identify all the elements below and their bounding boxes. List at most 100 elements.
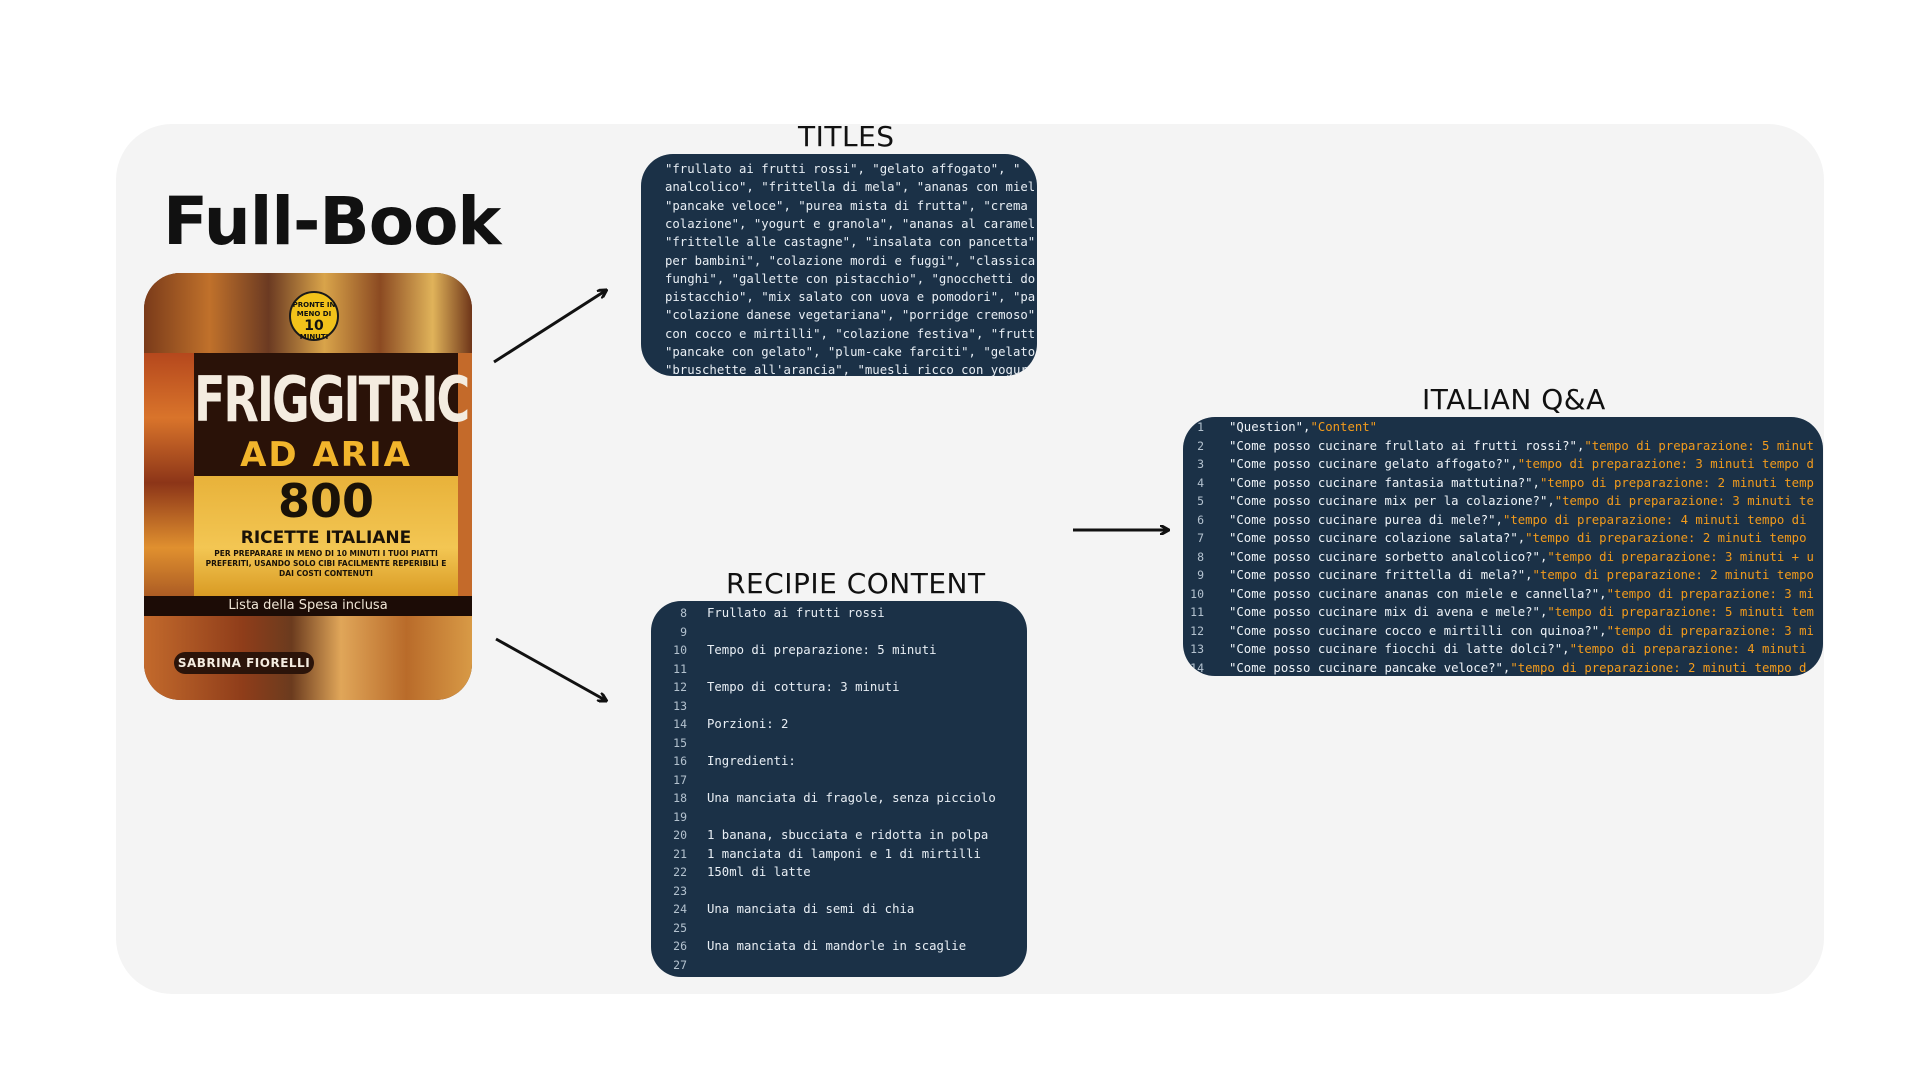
line-number: 6 bbox=[1197, 512, 1204, 527]
titles-line: "pancake con gelato", "plum-cake farciti… bbox=[665, 345, 1036, 359]
titles-line: "frittelle alle castagne", "insalata con… bbox=[665, 235, 1036, 250]
qa-answer: "tempo di preparazione: 3 mi bbox=[1606, 586, 1814, 601]
line-number: 22 bbox=[673, 865, 687, 879]
cover-badge: PRONTE IN MENO DI 10 MINUTI bbox=[289, 291, 339, 341]
line-number: 27 bbox=[673, 957, 687, 972]
qa-question: "Come posso cucinare fantasia mattutina?… bbox=[1229, 475, 1540, 490]
line-number: 9 bbox=[1197, 568, 1204, 582]
cover-author: SABRINA FIORELLI bbox=[174, 652, 314, 674]
line-number: 13 bbox=[1190, 642, 1204, 656]
titles-line: "colazione danese vegetariana", "porridg… bbox=[665, 308, 1036, 323]
line-number: 1 bbox=[1197, 420, 1204, 434]
line-number: 10 bbox=[673, 643, 687, 657]
titles-line: con cocco e mirtilli", "colazione festiv… bbox=[665, 326, 1036, 341]
qa-line: "Come posso cucinare sorbetto analcolico… bbox=[1229, 548, 1814, 567]
titles-line: colazione", "yogurt e granola", "ananas … bbox=[665, 216, 1036, 231]
qa-line: "Come posso cucinare pancake veloce?","t… bbox=[1229, 659, 1806, 677]
titles-line: "frullato ai frutti rossi", "gelato affo… bbox=[665, 162, 1021, 176]
recipe-content-heading: RECIPIE CONTENT bbox=[726, 567, 986, 600]
line-number: 9 bbox=[680, 624, 687, 639]
qa-question: "Come posso cucinare mix per la colazion… bbox=[1229, 494, 1555, 508]
line-number: 24 bbox=[673, 902, 687, 916]
cover-title-line1: FRIGGITRICE bbox=[194, 363, 472, 436]
qa-line: "Come posso cucinare cocco e mirtilli co… bbox=[1229, 622, 1814, 641]
line-number: 19 bbox=[673, 809, 687, 824]
qa-answer: "tempo di preparazione: 3 minuti + u bbox=[1547, 549, 1814, 564]
line-number: 18 bbox=[673, 791, 687, 805]
italian-qa-heading: ITALIAN Q&A bbox=[1422, 383, 1606, 416]
recipe-line: Una manciata di fragole, senza picciolo bbox=[707, 791, 996, 805]
qa-line: "Come posso cucinare ananas con miele e … bbox=[1229, 585, 1814, 604]
line-number: 25 bbox=[673, 920, 687, 935]
recipe-line: Frullato ai frutti rossi bbox=[707, 606, 885, 620]
cover-title-line2: AD ARIA bbox=[240, 435, 412, 475]
line-number: 26 bbox=[673, 939, 687, 953]
line-number: 21 bbox=[673, 846, 687, 861]
qa-line: "Question","Content" bbox=[1229, 418, 1377, 437]
titles-line: pistacchio", "mix salato con uova e pomo… bbox=[665, 290, 1036, 305]
qa-line: "Come posso cucinare gelato affogato?","… bbox=[1229, 455, 1814, 474]
cover-shopping-list: Lista della Spesa inclusa bbox=[144, 596, 472, 616]
qa-line: "Come posso cucinare fiocchi di latte do… bbox=[1229, 640, 1806, 659]
line-number: 3 bbox=[1197, 457, 1204, 471]
recipe-line: 150ml di latte bbox=[707, 865, 811, 879]
recipe-line: 1 banana, sbucciata e ridotta in polpa bbox=[707, 828, 989, 842]
qa-line: "Come posso cucinare purea di mele?","te… bbox=[1229, 511, 1806, 530]
line-number: 20 bbox=[673, 828, 687, 842]
arrow-to-recipe bbox=[495, 637, 605, 700]
line-number: 2 bbox=[1197, 438, 1204, 453]
qa-question: "Question", bbox=[1229, 420, 1311, 434]
line-number: 8 bbox=[1197, 549, 1204, 564]
qa-line: "Come posso cucinare fantasia mattutina?… bbox=[1229, 474, 1814, 493]
qa-answer: "tempo di preparazione: 2 minuti tempo bbox=[1532, 568, 1814, 582]
recipe-line: Ingredienti: bbox=[707, 754, 796, 768]
qa-question: "Come posso cucinare fiocchi di latte do… bbox=[1229, 642, 1570, 656]
titles-line: per bambini", "colazione mordi e fuggi",… bbox=[665, 253, 1036, 268]
qa-line: "Come posso cucinare frullato ai frutti … bbox=[1229, 437, 1814, 456]
qa-answer: "tempo di preparazione: 2 minuti tempo d bbox=[1510, 660, 1807, 675]
line-number: 23 bbox=[673, 883, 687, 898]
qa-question: "Come posso cucinare cocco e mirtilli co… bbox=[1229, 623, 1607, 638]
qa-answer: "tempo di preparazione: 5 minuti tem bbox=[1547, 605, 1814, 619]
qa-answer: "tempo di preparazione: 3 minuti tempo d bbox=[1517, 457, 1814, 471]
recipe-line: Tempo di preparazione: 5 minuti bbox=[707, 643, 937, 657]
recipe-line: Una manciata di semi di chia bbox=[707, 902, 915, 916]
recipe-line: Tempo di cottura: 3 minuti bbox=[707, 680, 900, 694]
qa-line: "Come posso cucinare frittella di mela?"… bbox=[1229, 566, 1814, 585]
cover-subtitle: RICETTE ITALIANE bbox=[240, 528, 412, 548]
badge-number: 10 bbox=[304, 318, 324, 334]
qa-line: "Come posso cucinare colazione salata?",… bbox=[1229, 529, 1806, 548]
qa-question: "Come posso cucinare pancake veloce?", bbox=[1229, 660, 1511, 675]
qa-question: "Come posso cucinare frullato ai frutti … bbox=[1229, 438, 1585, 453]
qa-question: "Come posso cucinare purea di mele?", bbox=[1229, 512, 1503, 527]
recipe-line: Una manciata di mandorle in scaglie bbox=[707, 939, 967, 953]
titles-code-panel: "frullato ai frutti rossi", "gelato affo… bbox=[641, 154, 1037, 376]
qa-question: "Come posso cucinare ananas con miele e … bbox=[1229, 586, 1607, 601]
titles-line: "pancake veloce", "purea mista di frutta… bbox=[665, 198, 1028, 213]
line-number: 17 bbox=[673, 772, 687, 787]
qa-answer: "Content" bbox=[1310, 420, 1378, 434]
qa-question: "Come posso cucinare gelato affogato?", bbox=[1229, 457, 1518, 471]
qa-answer: "tempo di preparazione: 5 minut bbox=[1584, 438, 1814, 453]
line-number: 5 bbox=[1197, 494, 1204, 508]
qa-answer: "tempo di preparazione: 2 minuti temp bbox=[1539, 475, 1814, 490]
full-book-title: Full-Book bbox=[163, 183, 501, 260]
line-number: 12 bbox=[673, 680, 687, 694]
line-number: 11 bbox=[1190, 605, 1204, 619]
line-number: 15 bbox=[673, 735, 687, 750]
line-number: 11 bbox=[673, 661, 687, 676]
qa-code-panel: 1 "Question","Content" 2 "Come posso cucina… bbox=[1183, 417, 1823, 676]
titles-heading: TITLES bbox=[798, 120, 895, 153]
qa-answer: "tempo di preparazione: 3 mi bbox=[1606, 623, 1814, 638]
cover-food-photo-right bbox=[458, 353, 472, 613]
cover-food-photo-left bbox=[144, 353, 198, 613]
recipe-line: 1 manciata di lamponi e 1 di mirtilli bbox=[707, 846, 981, 861]
cover-description: PER PREPARARE IN MENO DI 10 MINUTI I TUO… bbox=[205, 549, 447, 578]
recipe-line: Porzioni: 2 bbox=[707, 717, 789, 731]
qa-answer: "tempo di preparazione: 3 minuti te bbox=[1554, 494, 1814, 508]
line-number: 10 bbox=[1190, 586, 1204, 601]
line-number: 13 bbox=[673, 698, 687, 713]
titles-line: funghi", "gallette con pistacchio", "gno… bbox=[665, 271, 1036, 286]
